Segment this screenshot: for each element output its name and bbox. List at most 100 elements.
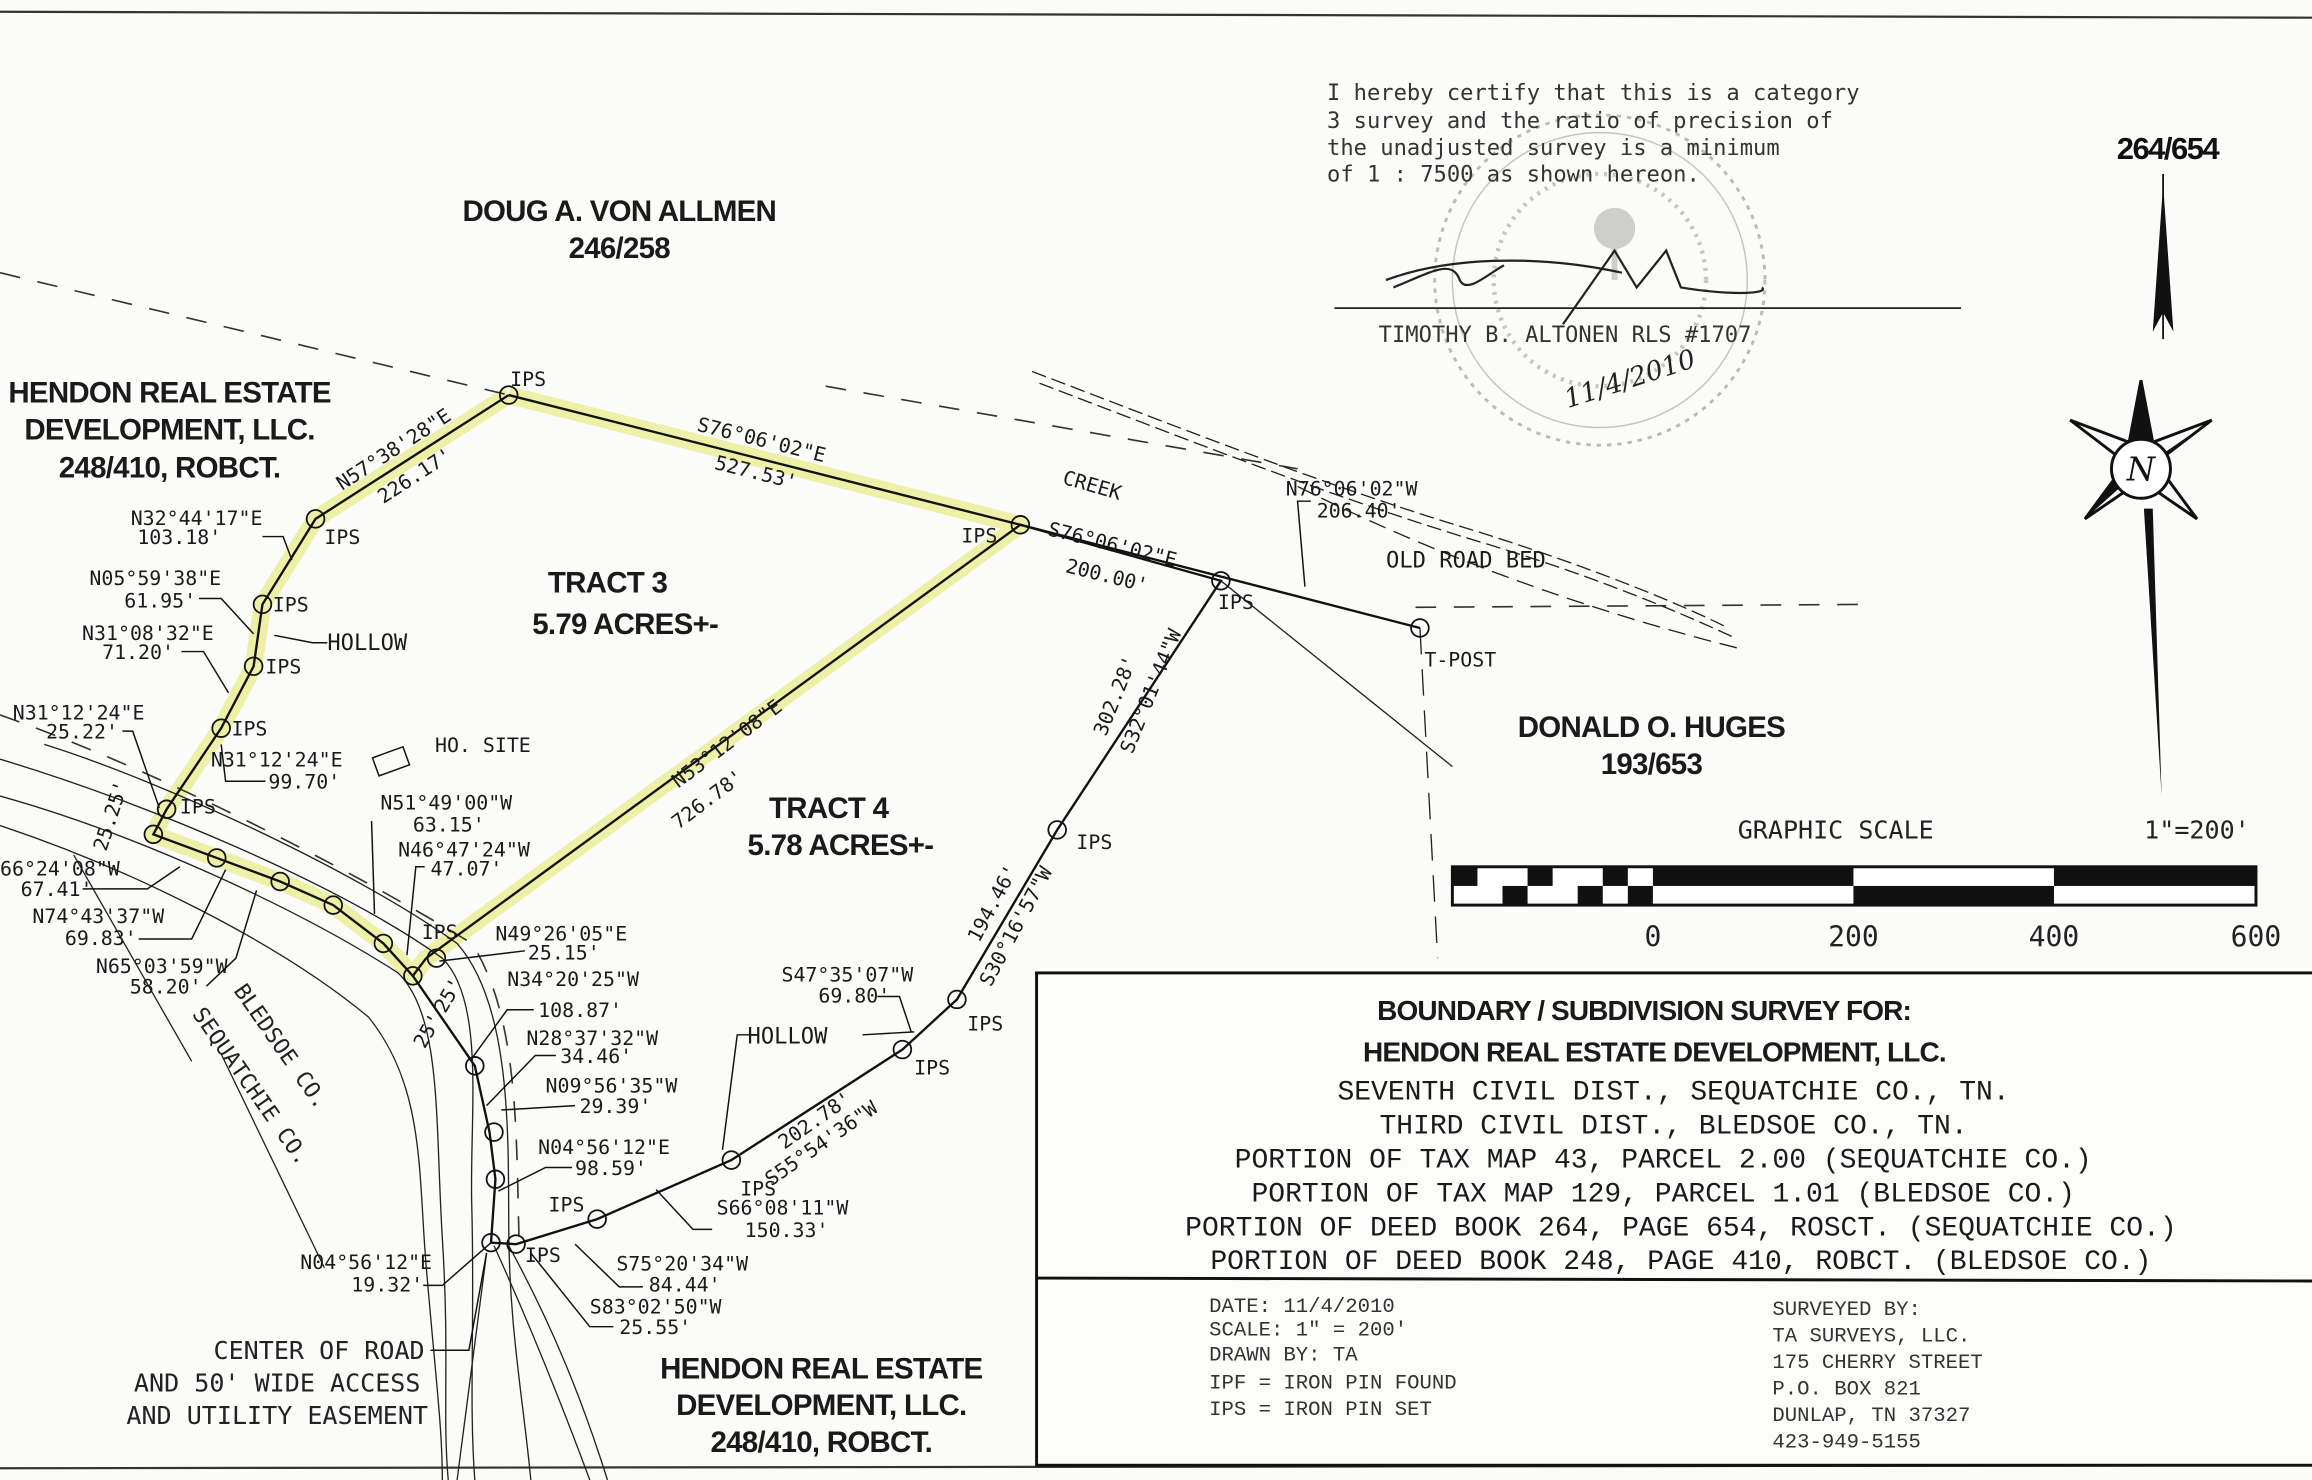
easement-leader (430, 1252, 488, 1352)
cert-line: of 1 : 7500 as shown hereon. (1327, 161, 1700, 187)
title-line: SEVENTH CIVIL DIST., SEQUATCHIE CO., TN. (1337, 1078, 2009, 1109)
bearing: 66°24'08"W (0, 858, 120, 881)
pin-icon (243, 656, 264, 677)
owner-deed: 248/410, ROBCT. (59, 452, 281, 485)
distance: 61.95' (124, 589, 196, 612)
leader-lines (82, 500, 1311, 1328)
distance: 206.40' (1317, 499, 1401, 522)
bearing: N31°12'24"E (13, 701, 145, 724)
pin-icon (1211, 571, 1231, 591)
pin-icon (403, 966, 423, 986)
pin-icon (498, 385, 519, 405)
owner-name: HENDON REAL ESTATE (660, 1352, 982, 1385)
north-letter: N (2126, 451, 2157, 489)
pin-icon (373, 933, 394, 954)
distance: 108.87' (538, 999, 622, 1022)
title-line: PORTION OF DEED BOOK 264, PAGE 654, ROSC… (1185, 1213, 2177, 1244)
bearing: N49°26'05"E (495, 922, 627, 945)
surveyor-line: 423-949-5155 (1772, 1432, 1921, 1455)
distance: 25.15' (528, 942, 600, 965)
owner-name: DONALD O. HUGES (1518, 711, 1785, 744)
ips-label: IPS (273, 594, 309, 617)
hollow-label: HOLLOW (327, 630, 408, 656)
ips-label: IPS (914, 1057, 950, 1080)
pin-icon (465, 1056, 485, 1076)
surveyor-line: TA SURVEYS, LLC. (1772, 1325, 1970, 1348)
title-heading: BOUNDARY / SUBDIVISION SURVEY FOR: (1377, 995, 1911, 1026)
title-line: PORTION OF TAX MAP 129, PARCEL 1.01 (BLE… (1251, 1179, 2074, 1210)
pin-icon (484, 1122, 504, 1142)
bearing: N34°20'25"W (507, 968, 639, 991)
hollow-label: HOLLOW (748, 1024, 829, 1050)
pin-icon (426, 948, 447, 968)
bearing: N76°06'02"W (1286, 477, 1418, 500)
distance: 69.80' (818, 984, 890, 1007)
house-site-label: HO. SITE (435, 734, 531, 757)
road-width-label: 25.25' (89, 778, 133, 853)
pin-icon (1047, 820, 1067, 840)
bearing: N31°12'24"E (211, 749, 343, 772)
bearing: S75°20'34"W (616, 1253, 748, 1276)
bearing: N46°47'24"W (398, 838, 530, 861)
bearing: S83°02'50"W (590, 1295, 722, 1318)
info-line: IPF = IRON PIN FOUND (1209, 1373, 1457, 1396)
ips-label: IPS (1218, 591, 1254, 614)
easement-label: CENTER OF ROAD (214, 1336, 425, 1365)
top-border (0, 10, 2312, 19)
distance: 19.32' (351, 1273, 423, 1296)
signature (1385, 248, 1764, 325)
pin-icon (506, 1234, 526, 1254)
distance: 63.15' (413, 813, 485, 836)
owner-name: DEVELOPMENT, LLC. (676, 1389, 966, 1422)
iron-pins (143, 385, 1430, 1254)
ips-label: IPS (180, 796, 216, 819)
info-line: IPS = IRON PIN SET (1209, 1399, 1432, 1422)
pin-icon (1010, 515, 1031, 535)
info-line: DRAWN BY: TA (1209, 1345, 1358, 1368)
pin-icon (252, 594, 273, 615)
pin-icon (323, 895, 343, 915)
pin-icon (1410, 618, 1430, 638)
pin-icon (143, 824, 164, 845)
t-post-label: T-POST (1424, 648, 1496, 671)
ips-label: IPS (510, 368, 546, 391)
certification: I hereby certify that this is a category… (1327, 80, 1962, 415)
scale-tick: 200 (1828, 920, 1879, 953)
bearing: N04°56'12"E (300, 1251, 432, 1274)
bearing: N05°59'38"E (89, 567, 221, 590)
scale-tick: 400 (2029, 920, 2080, 953)
pin-icon (207, 848, 227, 868)
bearing: S66°08'11"W (717, 1197, 849, 1220)
title-line: PORTION OF DEED BOOK 248, PAGE 410, ROBC… (1210, 1247, 2151, 1278)
deed-ref: 264/654 (2117, 131, 2221, 166)
bearing: N28°37'32"W (526, 1027, 658, 1050)
distance: 67.41' (21, 878, 93, 901)
surveyor-line: 175 CHERRY STREET (1772, 1352, 1982, 1375)
tract3-highlight (144, 386, 1030, 985)
scale-ratio: 1"=200' (2144, 816, 2250, 845)
title-block: BOUNDARY / SUBDIVISION SURVEY FOR: HENDO… (1035, 971, 2312, 1467)
owner-name: DEVELOPMENT, LLC. (24, 413, 314, 446)
pin-icon (270, 871, 290, 892)
ips-label: IPS (422, 921, 458, 944)
title-line: THIRD CIVIL DIST., BLEDSOE CO., TN. (1379, 1112, 1967, 1143)
pin-icon (947, 989, 967, 1010)
pin-icon (892, 1039, 913, 1060)
pin-icon (721, 1150, 742, 1170)
pin-icon (485, 1169, 506, 1190)
tract-name: TRACT 3 (548, 567, 668, 600)
owner-deed: 193/653 (1601, 748, 1703, 781)
surveyor-seal (1433, 113, 1767, 447)
pin-icon (211, 718, 231, 738)
distance: 98.59' (575, 1157, 647, 1180)
bearing: N65°03'59"W (96, 955, 228, 978)
owner-deed: 248/410, ROBCT. (711, 1426, 933, 1459)
scale-tick: 600 (2231, 920, 2282, 953)
ips-label: IPS (1076, 831, 1112, 854)
distance: 71.20' (102, 641, 174, 664)
tract-area: 5.79 ACRES+- (532, 608, 718, 641)
tract-name: TRACT 4 (769, 792, 890, 825)
owner-deed: 246/258 (569, 232, 671, 265)
info-line: DATE: 11/4/2010 (1209, 1296, 1395, 1319)
